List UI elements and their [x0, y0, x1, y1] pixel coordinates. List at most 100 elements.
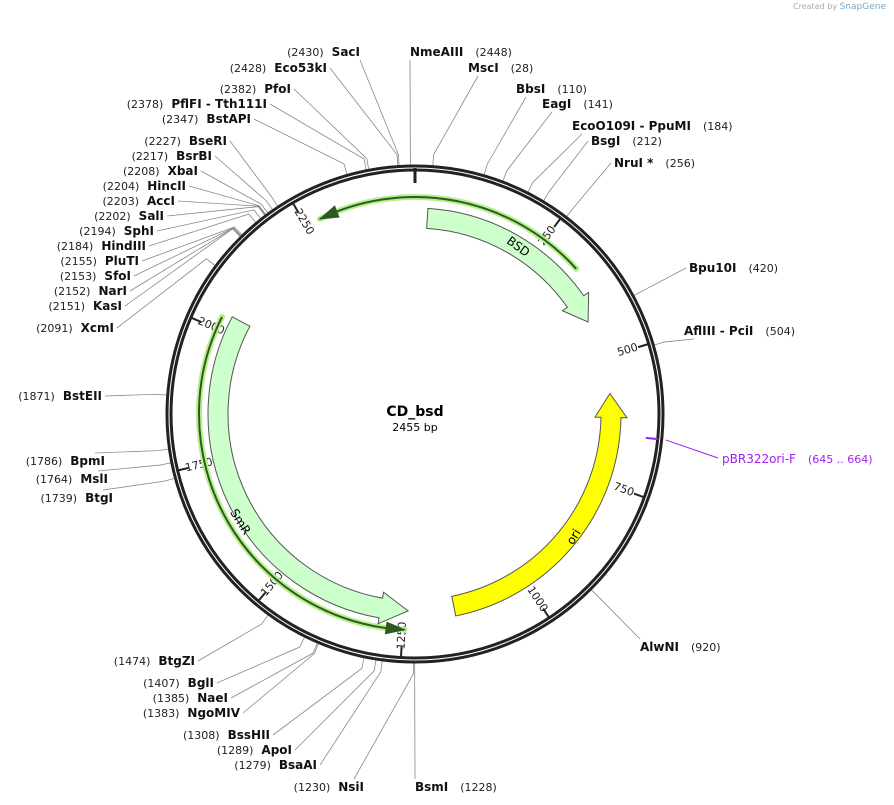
enzyme-site-label[interactable]: BsgI(212): [591, 134, 662, 148]
enzyme-site-label[interactable]: (1308) BssHII: [183, 728, 270, 742]
bsd-orf-arrow[interactable]: [319, 196, 578, 270]
enzyme-site-label[interactable]: BsmI (1228): [415, 780, 497, 794]
enzyme-name: SacI: [332, 45, 360, 59]
enzyme-position: (141): [583, 98, 613, 111]
enzyme-site-label[interactable]: (2202)SalI: [94, 209, 164, 223]
enzyme-leader-line: [116, 258, 216, 329]
enzyme-site-label[interactable]: (1230) NsiI: [294, 780, 364, 794]
tick-label: 1000: [524, 584, 550, 615]
enzyme-site-label[interactable]: (1739)BtgI: [40, 491, 113, 505]
enzyme-name: NsiI: [338, 780, 364, 794]
enzyme-name: NgoMIV: [187, 706, 240, 720]
primer-label[interactable]: pBR322ori-F(645 .. 664): [722, 452, 873, 466]
enzyme-leader-line: [94, 448, 169, 454]
enzyme-name: BsmI: [415, 780, 448, 794]
enzyme-position: (2151): [48, 300, 85, 313]
enzyme-site-label[interactable]: (2217)BsrBI: [132, 149, 212, 163]
feature-smr[interactable]: [207, 316, 410, 625]
enzyme-name: EagI: [542, 97, 571, 111]
enzyme-site-label[interactable]: (1764)MslI: [36, 472, 108, 486]
enzyme-position: (2378): [127, 98, 164, 111]
enzyme-site-label[interactable]: (2155)PluTI: [60, 254, 139, 268]
enzyme-position: (504): [765, 325, 795, 338]
enzyme-site-label[interactable]: (2153)SfoI: [60, 269, 131, 283]
enzyme-position: (2382): [220, 83, 257, 96]
enzyme-leader-line: [543, 140, 589, 201]
enzyme-site-label[interactable]: (1385)NaeI: [153, 691, 228, 705]
enzyme-leader-line: [502, 111, 553, 182]
enzyme-leader-line: [294, 659, 377, 751]
enzyme-name: NaeI: [197, 691, 228, 705]
enzyme-site-label[interactable]: (2208)XbaI: [123, 164, 198, 178]
enzyme-site-label[interactable]: NmeAIII(2448): [410, 45, 512, 59]
enzyme-position: (1383): [143, 707, 180, 720]
snapgene-logo: Created by SnapGene: [793, 2, 886, 12]
enzyme-site-label[interactable]: (2430)SacI: [287, 45, 360, 59]
enzyme-site-label[interactable]: (2203)AccI: [102, 194, 175, 208]
enzyme-position: (920): [691, 641, 721, 654]
tick-mark: [258, 591, 267, 601]
enzyme-site-label[interactable]: EcoO109I - PpuMI(184): [572, 119, 733, 133]
enzyme-site-label[interactable]: MscI(28): [468, 61, 533, 75]
enzyme-position: (1228): [460, 781, 497, 794]
enzyme-name: BsrBI: [176, 149, 212, 163]
tick-mark: [637, 343, 649, 349]
enzyme-site-label[interactable]: (1871)BstEII: [18, 389, 102, 403]
enzyme-leader-line: [197, 614, 269, 662]
enzyme-site-label[interactable]: (2184)HindIII: [57, 239, 146, 253]
enzyme-position: (2203): [102, 195, 139, 208]
enzyme-position: (1308): [183, 729, 220, 742]
enzyme-name: BtgZI: [158, 654, 195, 668]
enzyme-leader-line: [124, 228, 241, 307]
enzyme-site-label[interactable]: (2194)SphI: [79, 224, 154, 238]
enzyme-site-label[interactable]: (1786)BpmI: [26, 454, 105, 468]
enzyme-site-label[interactable]: (2151)KasI: [48, 299, 122, 313]
enzyme-site-label[interactable]: (1383) NgoMIV: [143, 706, 241, 720]
plasmid-length: 2455 bp: [392, 421, 437, 434]
enzyme-site-label[interactable]: (2428)Eco53kI: [230, 61, 327, 75]
enzyme-site-label[interactable]: (1279)BsaAI: [234, 758, 317, 772]
enzyme-name: SphI: [124, 224, 154, 238]
enzyme-leader-line: [200, 170, 269, 214]
enzyme-position: (1786): [26, 455, 63, 468]
enzyme-position: (1289): [217, 744, 254, 757]
enzyme-site-label[interactable]: (2204)HincII: [103, 179, 186, 193]
enzyme-site-label[interactable]: Bpu10I(420): [689, 261, 778, 275]
enzyme-site-label[interactable]: NruI *(256): [614, 156, 695, 170]
enzyme-name: ApoI: [261, 743, 292, 757]
logo-brand: SnapGene: [839, 2, 886, 12]
enzyme-position: (1230): [294, 781, 331, 794]
enzyme-site-label[interactable]: (2378)PflFI - Tth111I: [127, 97, 267, 111]
enzyme-site-label[interactable]: BbsI (110): [516, 82, 587, 96]
enzyme-site-label[interactable]: (2091)XcmI: [36, 321, 114, 335]
bsd-orf-arrow-arrowhead: [318, 205, 340, 220]
enzyme-site-label[interactable]: (1407)BglI: [143, 676, 214, 690]
enzyme-leader-line: [319, 660, 383, 766]
enzyme-site-label[interactable]: EagI (141): [542, 97, 613, 111]
enzyme-site-label[interactable]: (2227)BseRI: [144, 134, 227, 148]
feature-bsd[interactable]: [426, 207, 590, 323]
enzyme-site-label[interactable]: (2347)BstAPI: [162, 112, 251, 126]
feature-ori[interactable]: [451, 392, 628, 617]
enzyme-position: (110): [557, 83, 587, 96]
enzyme-position: (2347): [162, 113, 199, 126]
primer-mark[interactable]: [645, 436, 658, 441]
smr-orf-arrow[interactable]: [198, 316, 405, 631]
plasmid-name: CD_bsd: [386, 404, 443, 420]
tick-label: 2250: [292, 206, 317, 237]
enzyme-name: BssHII: [228, 728, 270, 742]
enzyme-position: (28): [511, 62, 534, 75]
enzyme-site-label[interactable]: AlwNI(920): [640, 640, 721, 654]
enzyme-site-label[interactable]: (2382)PfoI: [220, 82, 291, 96]
enzyme-leader-line: [483, 96, 527, 175]
enzyme-site-label[interactable]: AflIII - PciI(504): [684, 324, 795, 338]
enzyme-position: (2155): [60, 255, 97, 268]
enzyme-name: BsgI: [591, 134, 620, 148]
enzyme-name: XbaI: [168, 164, 198, 178]
enzyme-name: BbsI: [516, 82, 545, 96]
enzyme-leader-line: [654, 338, 695, 346]
enzyme-site-label[interactable]: (2152)NarI: [54, 284, 127, 298]
enzyme-site-label[interactable]: (1289) ApoI: [217, 743, 292, 757]
enzyme-site-label[interactable]: (1474)BtgZI: [114, 654, 195, 668]
